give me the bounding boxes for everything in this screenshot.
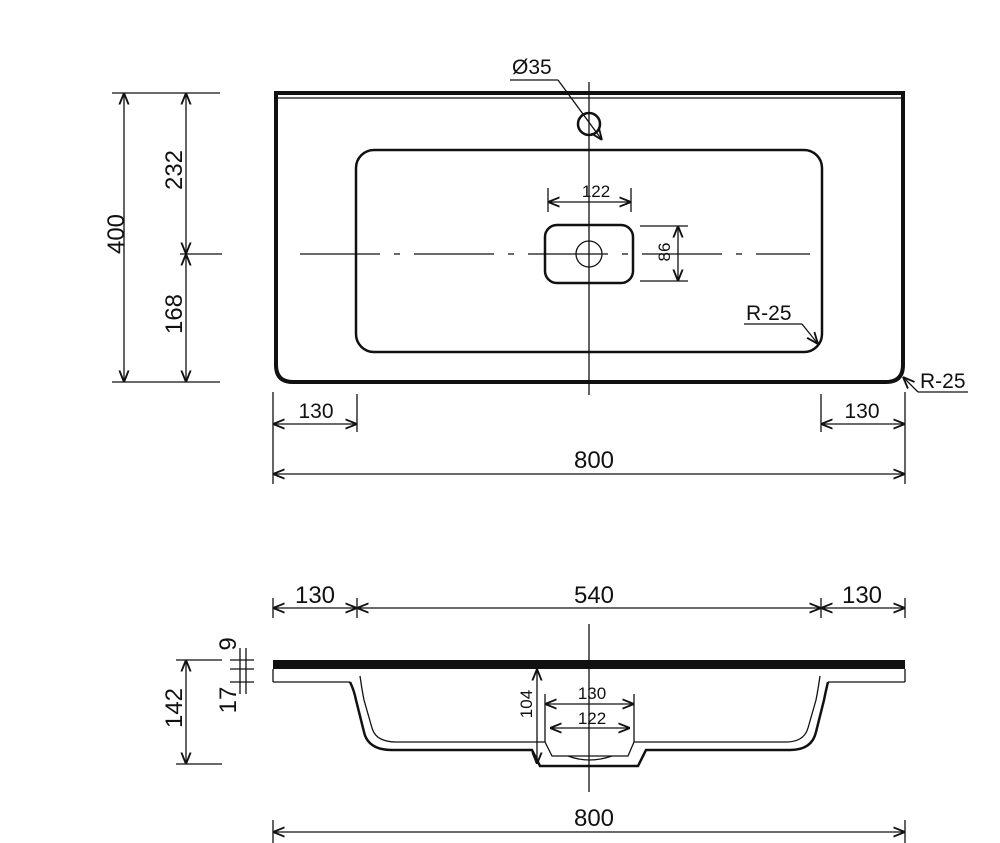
dim-top-thickness: 9 <box>215 637 242 650</box>
dim-side-left-rim: 130 <box>295 582 335 609</box>
dim-tap-to-center: 232 <box>161 150 188 190</box>
bowl-profile-inner <box>359 675 821 757</box>
dim-side-overall-width: 800 <box>574 805 614 832</box>
dim-drain-height: 86 <box>655 243 674 262</box>
bowl-radius-leader <box>801 323 818 344</box>
dim-left-rim: 130 <box>298 400 333 423</box>
dim-center-to-front: 168 <box>161 294 188 334</box>
dim-overall-width: 800 <box>574 447 614 474</box>
dim-overall-depth: 400 <box>103 214 130 254</box>
dim-rim-thickness: 17 <box>215 687 242 714</box>
outer-radius-leader <box>903 377 919 393</box>
dim-outer-radius: R-25 <box>920 370 966 393</box>
dim-drain-inner: 122 <box>578 709 606 728</box>
side-view: 130 540 130 142 9 17 104 130 122 800 <box>161 582 906 843</box>
dim-right-rim: 130 <box>844 400 879 423</box>
dim-overall-height: 142 <box>161 688 188 728</box>
dim-bowl-depth: 104 <box>517 690 536 718</box>
tap-leader <box>557 79 602 140</box>
dim-bowl-radius: R-25 <box>746 302 792 325</box>
dim-side-right-rim: 130 <box>842 582 882 609</box>
dim-drain-outer: 130 <box>578 684 606 703</box>
dim-drain-width: 122 <box>582 182 610 201</box>
top-view: 400 232 168 Ø35 122 86 R-25 R-25 130 <box>103 56 968 484</box>
dim-bowl-width: 540 <box>574 582 614 609</box>
sink-outline <box>274 91 905 384</box>
dim-tap-hole: Ø35 <box>512 56 552 79</box>
